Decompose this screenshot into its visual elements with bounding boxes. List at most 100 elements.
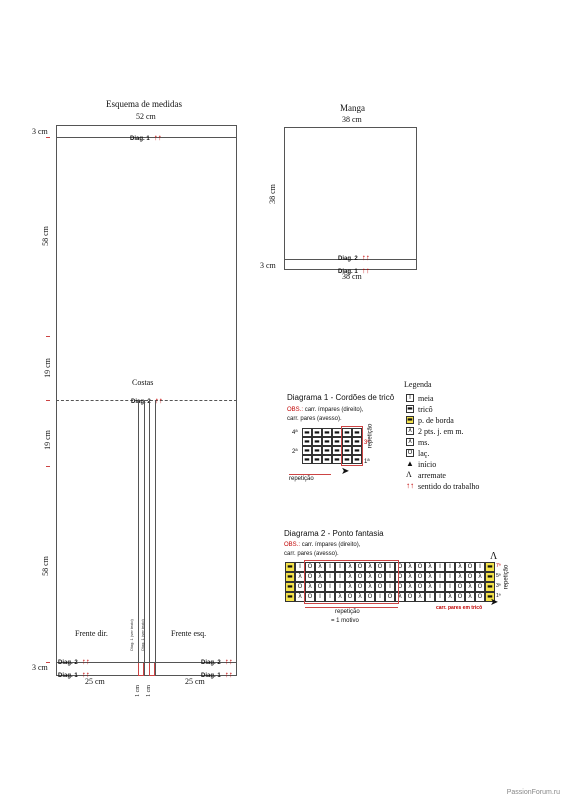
tick-mark — [46, 662, 50, 663]
armhole-line — [56, 400, 237, 401]
stitch-cell: λ — [305, 582, 315, 592]
stitch-cell: ▬ — [312, 455, 322, 464]
lower-height: 58 cm — [40, 556, 50, 576]
stitch-cell: O — [465, 572, 475, 582]
stitch-cell: λ — [345, 582, 355, 592]
stitch-cell: I — [445, 572, 455, 582]
stitch-cell: O — [355, 562, 365, 572]
stitch-cell: ▬ — [322, 455, 332, 464]
stitch-cell: I — [315, 592, 325, 602]
legend-symbol-icon: O — [406, 449, 414, 457]
stitch-cell: ▬ — [312, 437, 322, 446]
sleeve-rib-line — [284, 259, 417, 260]
legend-item-label: sentido do trabalho — [418, 482, 480, 491]
stitch-cell: I — [445, 582, 455, 592]
stitch-cell: λ — [365, 582, 375, 592]
stitch-cell: ▬ — [342, 437, 352, 446]
stitch-cell: λ — [365, 572, 375, 582]
legend-symbol-icon: ▬ — [406, 416, 414, 424]
diagram1-repeat-v: repetição — [367, 423, 374, 449]
schema-width-bottom-left: 25 cm — [85, 677, 105, 686]
diagram2-row-5: 5ª — [496, 573, 501, 579]
stitch-cell: I — [325, 572, 335, 582]
upper-height: 58 cm — [40, 226, 50, 246]
stitch-cell: λ — [405, 572, 415, 582]
band-width-right: 1 cm — [145, 685, 152, 697]
diagram2-obs: OBS.: carr. ímpares (direito), — [284, 542, 361, 548]
legend-item-label: 2 pts. j. em m. — [418, 427, 464, 436]
stitch-cell: ▬ — [302, 446, 312, 455]
stitch-cell: λ — [465, 592, 475, 602]
stitch-cell: I — [435, 592, 445, 602]
stitch-cell: I — [325, 582, 335, 592]
stitch-cell: I — [425, 592, 435, 602]
front-right-label: Frente dir. — [75, 629, 108, 638]
legend-item-label: laç. — [418, 449, 430, 458]
stitch-cell: O — [375, 562, 385, 572]
tick-mark — [46, 466, 50, 467]
diagram2-row-3: 3ª — [496, 583, 501, 589]
stitch-cell: λ — [355, 592, 365, 602]
sleeve-diag1: Diag. 1 ↑↑ — [338, 266, 370, 276]
legend-symbol-icon: λ — [406, 427, 414, 435]
diagram1-repeat-box — [341, 426, 363, 466]
sleeve-diag2: Diag. 2 ↑↑ — [338, 253, 370, 263]
stitch-cell: ▬ — [342, 428, 352, 437]
bottom-rib-line — [56, 662, 237, 663]
front-right-diag1: Diag. 1 ↑↑ — [58, 670, 90, 680]
diagram2-even-rows: carr. pares em tricô — [436, 605, 483, 611]
legend-symbol-icon: Λ — [406, 470, 412, 479]
diagram1-repeat-h: repetição — [289, 476, 314, 482]
diagram1-obs: OBS.: carr. ímpares (direito), — [287, 407, 364, 413]
tick-mark — [46, 137, 50, 138]
stitch-cell: O — [465, 562, 475, 572]
front-left-label: Frente esq. — [171, 629, 207, 638]
legend-item-label: início — [418, 460, 437, 469]
stitch-cell: O — [365, 592, 375, 602]
site-watermark: PassionForum.ru — [506, 789, 560, 796]
diagram2-title: Diagrama 2 - Ponto fantasia — [284, 529, 384, 538]
mid-upper-height: 19 cm — [42, 358, 52, 378]
mid-lower-height: 19 cm — [42, 430, 52, 450]
stitch-cell: O — [355, 572, 365, 582]
stitch-cell: O — [395, 582, 405, 592]
stitch-cell: λ — [425, 582, 435, 592]
rib-height-top: 3 cm — [32, 127, 48, 136]
stitch-cell: O — [405, 592, 415, 602]
stitch-cell: ▬ — [352, 437, 362, 446]
stitch-cell: I — [385, 562, 395, 572]
diagram2-row-1: 1ª — [496, 593, 501, 599]
stitch-cell: ▬ — [285, 562, 295, 572]
schema-width-bottom-right: 25 cm — [185, 677, 205, 686]
stitch-cell: ▬ — [352, 455, 362, 464]
diagram2-repeat-v: repetição — [503, 564, 510, 590]
diagram1-row-2: 2ª — [292, 449, 298, 455]
stitch-cell: I — [435, 572, 445, 582]
legend-item-label: tricô — [418, 405, 433, 414]
diagram1-repeat-line — [289, 474, 331, 475]
front-right-diag2: Diag. 2 ↑↑ — [58, 657, 90, 667]
stitch-cell: I — [385, 572, 395, 582]
legend-symbol-icon: ▬ — [406, 405, 414, 413]
stitch-cell: O — [395, 572, 405, 582]
legend-item-label: arremate — [418, 471, 446, 480]
stitch-cell: I — [335, 582, 345, 592]
stitch-cell: ▬ — [302, 428, 312, 437]
stitch-cell: O — [375, 572, 385, 582]
schema-width-top: 52 cm — [136, 112, 156, 121]
stitch-cell: λ — [315, 572, 325, 582]
back-label: Costas — [132, 378, 154, 387]
stitch-cell: O — [345, 592, 355, 602]
stitch-cell: I — [435, 562, 445, 572]
stitch-cell: I — [335, 572, 345, 582]
stitch-cell: λ — [475, 572, 485, 582]
sleeve-outline — [284, 127, 417, 270]
stitch-cell: O — [355, 582, 365, 592]
stitch-cell: ▬ — [485, 562, 495, 572]
stitch-cell: λ — [405, 562, 415, 572]
band-rib-mark-left — [138, 662, 144, 676]
legend-symbol-icon: ↑↑ — [406, 481, 414, 490]
band-line-2 — [144, 400, 145, 676]
stitch-cell: ▬ — [342, 455, 352, 464]
